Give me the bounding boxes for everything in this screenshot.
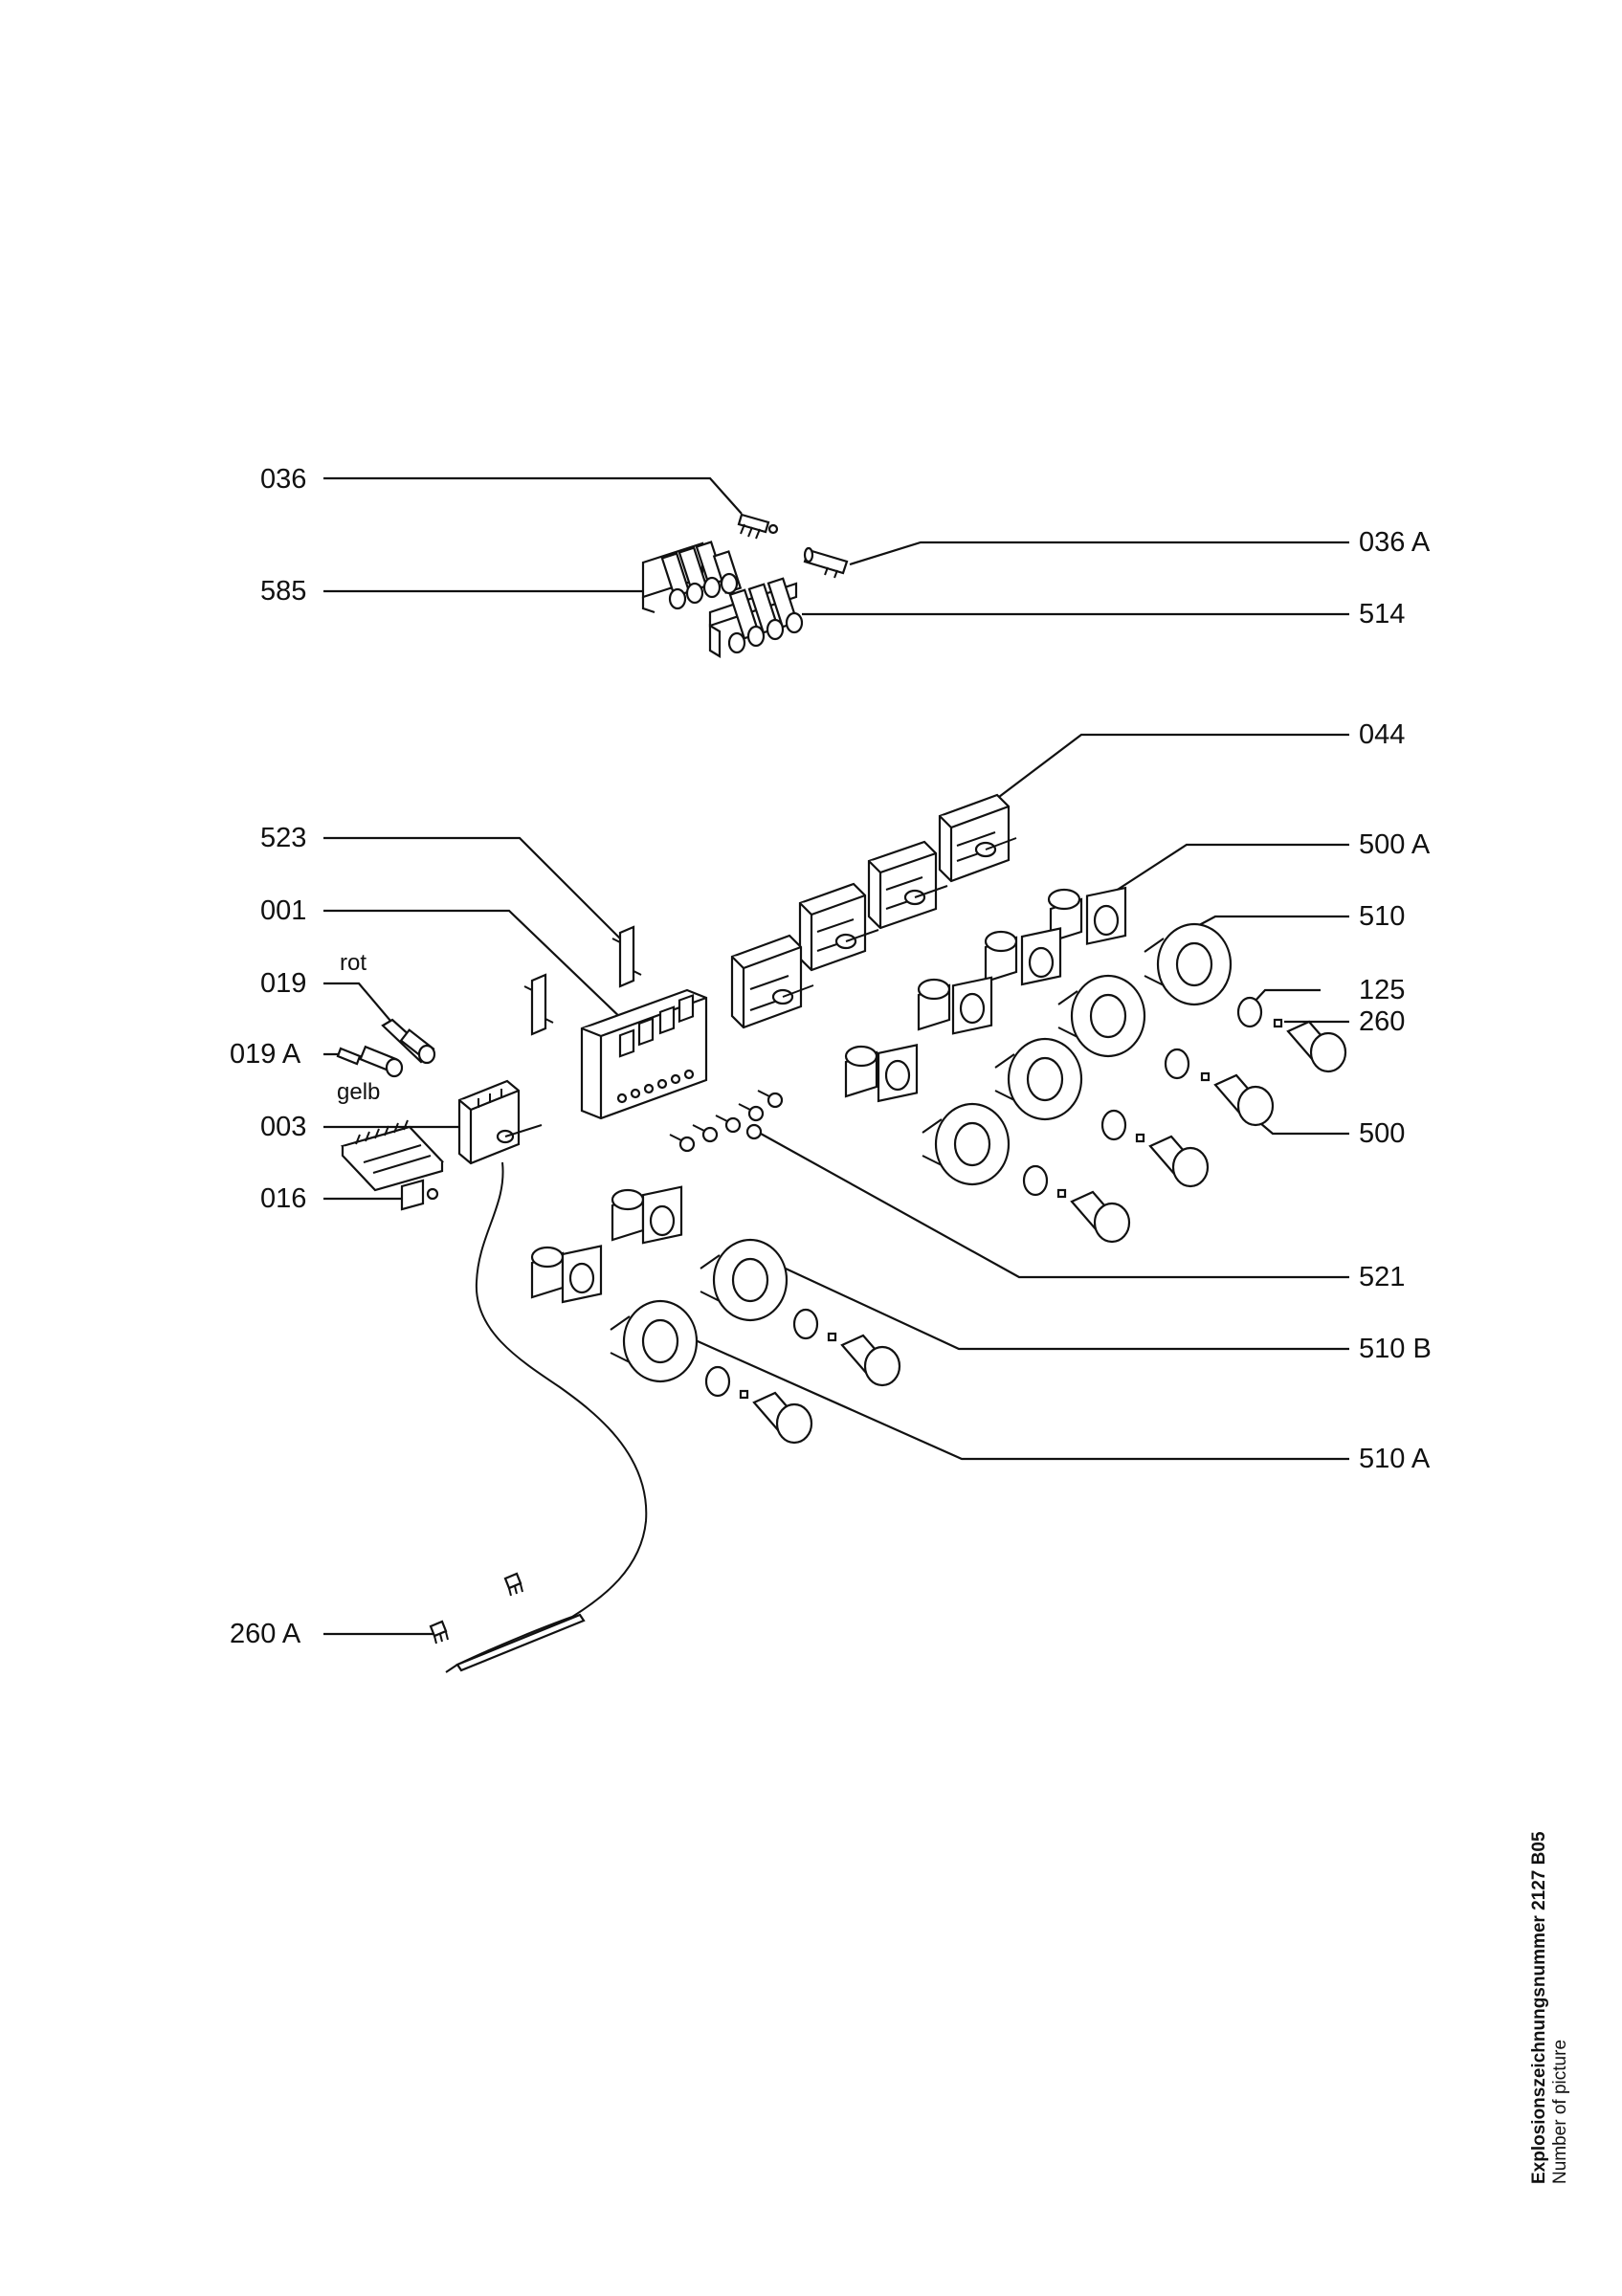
energy-regulator-044-b (867, 840, 948, 930)
leader-125 (1253, 988, 1321, 1004)
label-019a: 019 A (230, 1039, 301, 1070)
sleeve-5 (611, 1185, 683, 1245)
knob-3 (1148, 1135, 1210, 1188)
ring-6 (610, 1299, 699, 1383)
label-514: 514 (1359, 599, 1406, 629)
energy-regulator-044-d (730, 934, 814, 1029)
label-001: 001 (260, 895, 307, 926)
leader-510a (688, 1336, 1349, 1461)
sleeve-4 (844, 1044, 919, 1103)
sleeve-3 (917, 976, 993, 1035)
knob-2 (1213, 1073, 1275, 1127)
capillary-260a (429, 1161, 648, 1673)
escutcheons-510 (610, 922, 1233, 1383)
thermostat-003 (457, 1079, 543, 1165)
knobs-500 (752, 1020, 1347, 1445)
label-500: 500 (1359, 1118, 1406, 1149)
label-260: 260 (1359, 1006, 1406, 1037)
sleeves-500a (530, 886, 1127, 1304)
lamp-buttons-521 (669, 1090, 784, 1153)
knob-5 (840, 1334, 901, 1387)
leader-044 (994, 733, 1349, 801)
leader-523 (323, 836, 628, 946)
label-036a: 036 A (1359, 527, 1431, 558)
leader-521 (760, 1133, 1349, 1279)
leader-036 (323, 476, 743, 515)
knob-4 (1070, 1190, 1131, 1244)
leader-500a (1109, 843, 1349, 895)
annotation-rot: rot (340, 950, 367, 976)
terminal-036a (803, 546, 849, 579)
label-003: 003 (260, 1112, 307, 1142)
ring-5 (700, 1238, 789, 1322)
leader-036a (849, 541, 1349, 566)
label-510a: 510 A (1359, 1444, 1431, 1474)
caption-title: Explosionszeichnungsnummer 2127 B05 (1529, 1831, 1549, 2184)
energy-regulator-044-a (938, 793, 1017, 883)
annotation-gelb: gelb (337, 1079, 381, 1105)
ring-3 (994, 1037, 1083, 1121)
knob-1 (1286, 1020, 1347, 1073)
leader-510b (772, 1262, 1349, 1351)
clip-523 (523, 925, 642, 1036)
label-016: 016 (260, 1183, 307, 1214)
leader-001 (323, 909, 628, 1025)
label-019: 019 (260, 968, 307, 999)
label-125: 125 (1359, 975, 1406, 1005)
lamp-019 (381, 1018, 436, 1065)
connector-block-514 (708, 577, 804, 658)
label-036: 036 (260, 464, 307, 495)
label-260a: 260 A (230, 1619, 301, 1649)
knob-6 (752, 1391, 813, 1445)
leader-lines (323, 476, 1349, 1636)
label-500a: 500 A (1359, 829, 1431, 860)
energy-regulator-044-c (798, 882, 879, 972)
label-521: 521 (1359, 1262, 1406, 1292)
caption-subtitle: Number of picture (1550, 2039, 1570, 2184)
ring-4 (922, 1102, 1011, 1186)
washers-125 (704, 996, 1263, 1398)
terminal-036 (737, 513, 779, 540)
clips-260 (739, 1018, 1283, 1400)
connector-block-585 (641, 541, 743, 614)
ring-1 (1144, 922, 1233, 1006)
label-510: 510 (1359, 901, 1406, 932)
lamp-019a (336, 1045, 404, 1078)
label-585: 585 (260, 576, 307, 607)
label-523: 523 (260, 823, 307, 853)
sleeve-6 (530, 1245, 603, 1304)
ring-2 (1057, 974, 1146, 1058)
label-510b: 510 B (1359, 1334, 1432, 1364)
selector-switch-016 (340, 1119, 445, 1211)
sleeve-2 (984, 927, 1062, 986)
label-044: 044 (1359, 719, 1406, 750)
picture-number-caption: Explosionszeichnungsnummer 2127 B05 Numb… (1529, 1831, 1571, 2184)
timer-module-001 (580, 988, 708, 1120)
